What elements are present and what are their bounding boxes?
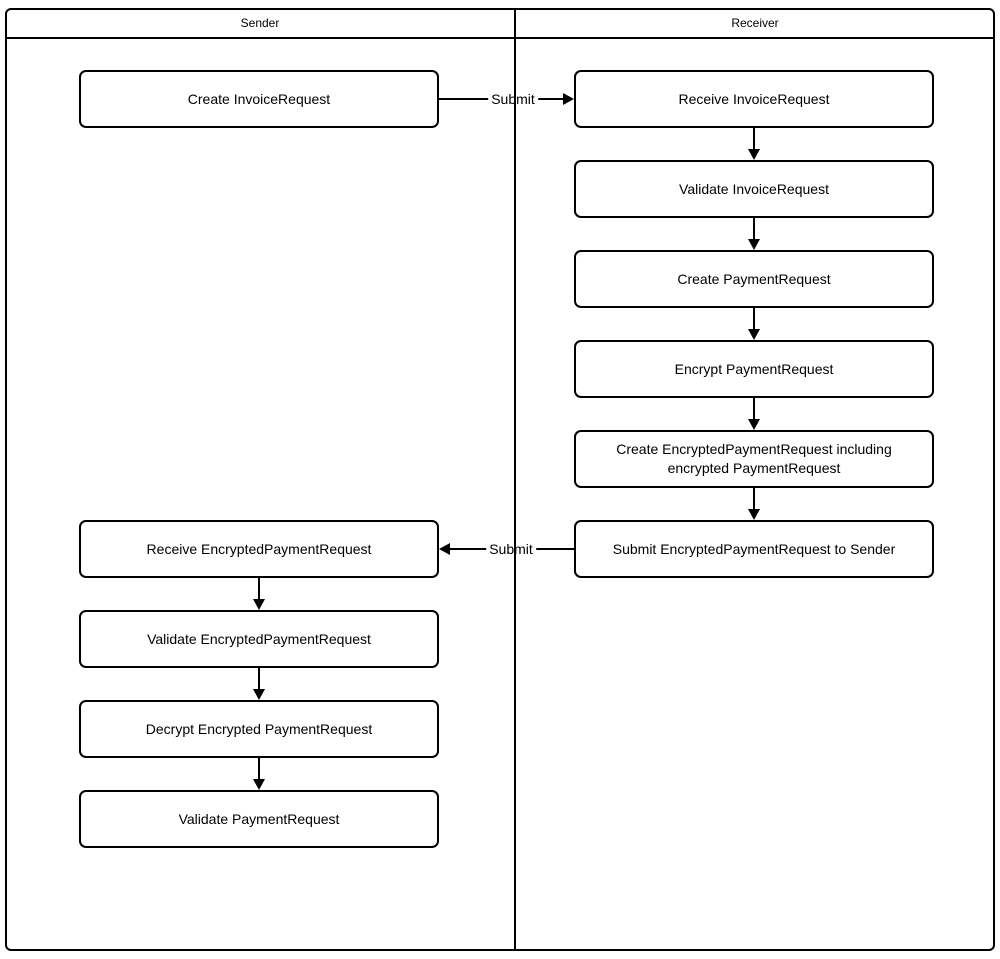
arrowhead-down-icon — [748, 509, 760, 520]
flow-node-create-encryptedpaymentrequest: Create EncryptedPaymentRequest including… — [574, 430, 934, 488]
flow-node-receive-encryptedpaymentrequest: Receive EncryptedPaymentRequest — [79, 520, 439, 578]
arrowhead-down-icon — [748, 239, 760, 250]
flow-node-create-paymentrequest: Create PaymentRequest — [574, 250, 934, 308]
flow-node-submit-encryptedpaymentrequest: Submit EncryptedPaymentRequest to Sender — [574, 520, 934, 578]
arrow-line-receiver-5 — [753, 488, 755, 510]
header-separator-line — [5, 37, 995, 39]
flow-node-validate-paymentrequest: Validate PaymentRequest — [79, 790, 439, 848]
flow-node-validate-invoicerequest: Validate InvoiceRequest — [574, 160, 934, 218]
flow-node-decrypt-encrypted-paymentrequest: Decrypt Encrypted PaymentRequest — [79, 700, 439, 758]
flow-node-validate-encryptedpaymentrequest: Validate EncryptedPaymentRequest — [79, 610, 439, 668]
arrow-line-receiver-2 — [753, 218, 755, 240]
lane-divider — [514, 8, 516, 951]
arrow-line-sender-3 — [258, 758, 260, 780]
lane-title-receiver: Receiver — [731, 16, 779, 30]
arrow-line-receiver-3 — [753, 308, 755, 330]
flow-node-create-invoicerequest: Create InvoiceRequest — [79, 70, 439, 128]
arrow-line-receiver-1 — [753, 128, 755, 150]
arrowhead-down-icon — [253, 599, 265, 610]
arrowhead-down-icon — [253, 689, 265, 700]
arrowhead-down-icon — [748, 149, 760, 160]
flow-node-encrypt-paymentrequest: Encrypt PaymentRequest — [574, 340, 934, 398]
arrow-line-sender-1 — [258, 578, 260, 600]
edge-label-submit-2: Submit — [486, 540, 536, 558]
arrowhead-down-icon — [748, 419, 760, 430]
arrowhead-left-icon — [439, 543, 450, 555]
arrowhead-down-icon — [748, 329, 760, 340]
arrowhead-right-icon — [563, 93, 574, 105]
arrow-line-receiver-4 — [753, 398, 755, 420]
flow-node-receive-invoicerequest: Receive InvoiceRequest — [574, 70, 934, 128]
arrowhead-down-icon — [253, 779, 265, 790]
lane-title-sender: Sender — [240, 16, 280, 30]
edge-label-submit-1: Submit — [488, 90, 538, 108]
arrow-line-sender-2 — [258, 668, 260, 690]
